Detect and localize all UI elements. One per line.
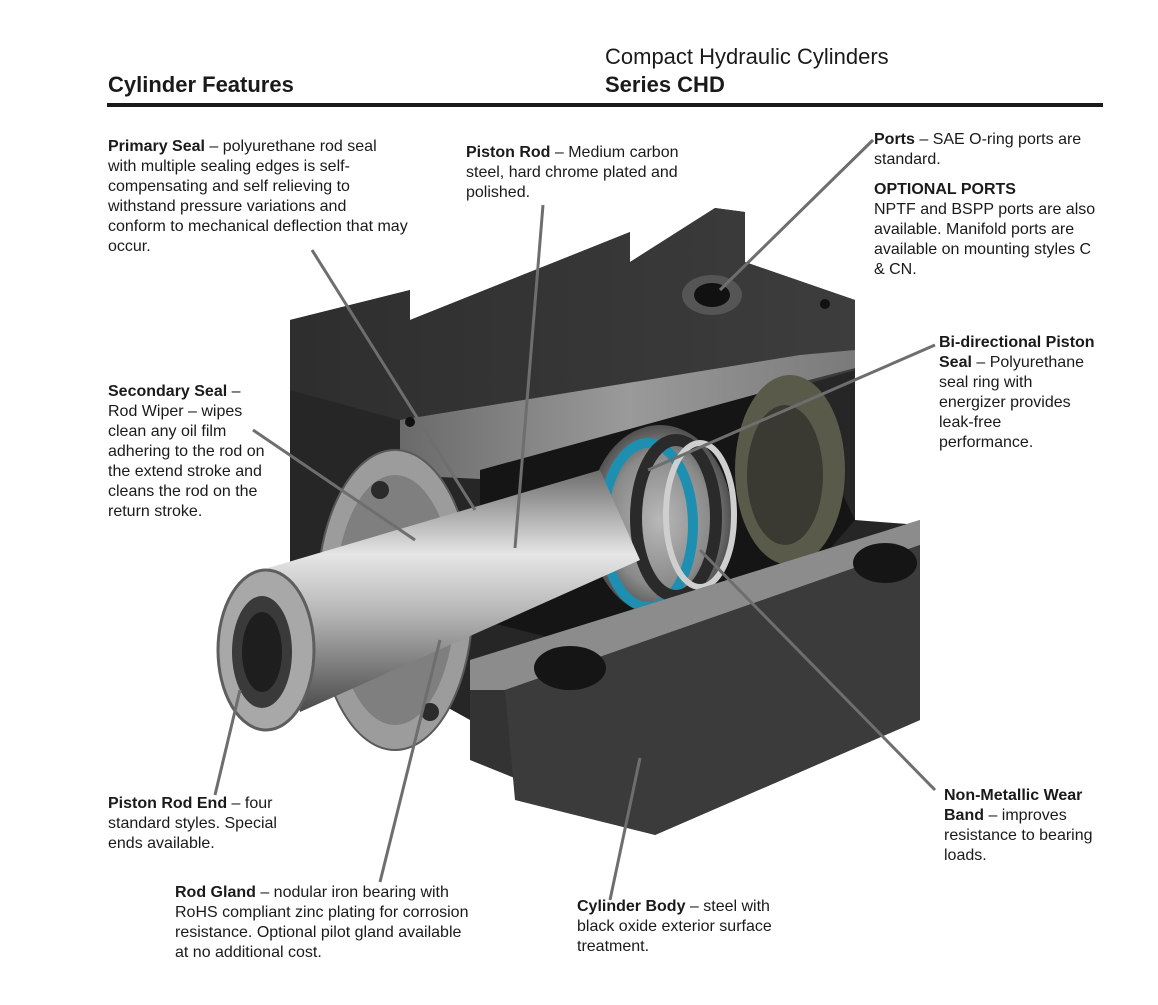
series-title: Series CHD: [605, 72, 725, 97]
flange-bolt-hole: [421, 703, 439, 721]
leader-wear-band: [698, 548, 937, 792]
header-rule: [107, 103, 1103, 107]
flange-bolt-hole: [371, 481, 389, 499]
callout-optional-ports: OPTIONAL PORTS NPTF and BSPP ports are a…: [874, 180, 1099, 280]
callout-piston-rod: Piston Rod – Medium carbon steel, hard c…: [466, 143, 716, 203]
callout-rod-end-title: Piston Rod End: [108, 795, 228, 812]
leader-piston-seal: [647, 343, 936, 472]
leader-cylinder-body: [608, 757, 642, 901]
piston-rod: [268, 470, 640, 712]
product-line-title: Compact Hydraulic Cylinders: [605, 44, 889, 69]
callout-piston-seal-title: Bi-directional Piston Seal: [939, 334, 1095, 371]
callout-rod-gland: Rod Gland – nodular iron bearing with Ro…: [175, 883, 475, 963]
callout-rod-gland-title: Rod Gland: [175, 884, 256, 901]
mounting-hole: [853, 543, 917, 583]
leader-ports: [718, 138, 875, 292]
callout-wear-band: Non-Metallic Wear Band – improves resist…: [944, 786, 1104, 866]
callout-primary-seal-title: Primary Seal: [108, 138, 205, 155]
callout-wear-band-text: – improves resistance to bearing loads.: [944, 807, 1093, 864]
callout-ports-title: Ports: [874, 131, 915, 148]
callout-ports: Ports – SAE O-ring ports are standard.: [874, 130, 1099, 170]
callout-cylinder-body-title: Cylinder Body: [577, 898, 686, 915]
callout-primary-seal: Primary Seal – polyurethane rod seal wit…: [108, 137, 408, 257]
callout-rod-gland-text: – nodular iron bearing with RoHS complia…: [175, 884, 469, 961]
callout-rod-end: Piston Rod End – four standard styles. S…: [108, 794, 308, 854]
leader-piston-rod: [513, 204, 545, 549]
callout-secondary-seal-text: – Rod Wiper – wipes clean any oil film a…: [108, 383, 265, 520]
callout-primary-seal-text: – polyurethane rod seal with multiple se…: [108, 138, 408, 255]
callout-optional-ports-title: OPTIONAL PORTS: [874, 181, 1016, 198]
mounting-hole: [534, 646, 606, 690]
callout-secondary-seal: Secondary Seal – Rod Wiper – wipes clean…: [108, 382, 268, 522]
callout-piston-rod-text: – Medium carbon steel, hard chrome plate…: [466, 144, 679, 201]
section-title: Cylinder Features: [108, 72, 294, 97]
leader-primary-seal: [310, 249, 477, 511]
callout-piston-seal: Bi-directional Piston Seal – Polyurethan…: [939, 333, 1099, 453]
callout-rod-end-text: – four standard styles. Special ends ava…: [108, 795, 277, 852]
callout-cylinder-body-text: – steel with black oxide exterior surfac…: [577, 898, 772, 955]
piston: [588, 425, 732, 615]
callout-piston-rod-title: Piston Rod: [466, 144, 551, 161]
callout-ports-text: – SAE O-ring ports are standard.: [874, 131, 1082, 168]
callout-secondary-seal-title: Secondary Seal: [108, 383, 228, 400]
leader-rod-gland: [378, 639, 442, 883]
top-cut-face: [400, 350, 855, 480]
front-face: [505, 545, 920, 835]
callout-cylinder-body: Cylinder Body – steel with black oxide e…: [577, 897, 807, 957]
callout-piston-seal-text: – Polyurethane seal ring with energizer …: [939, 354, 1084, 451]
leader-secondary-seal: [252, 428, 416, 542]
callout-wear-band-title: Non-Metallic Wear Band: [944, 787, 1083, 824]
callout-optional-ports-text: NPTF and BSPP ports are also available. …: [874, 201, 1096, 278]
leader-rod-end: [213, 689, 242, 796]
